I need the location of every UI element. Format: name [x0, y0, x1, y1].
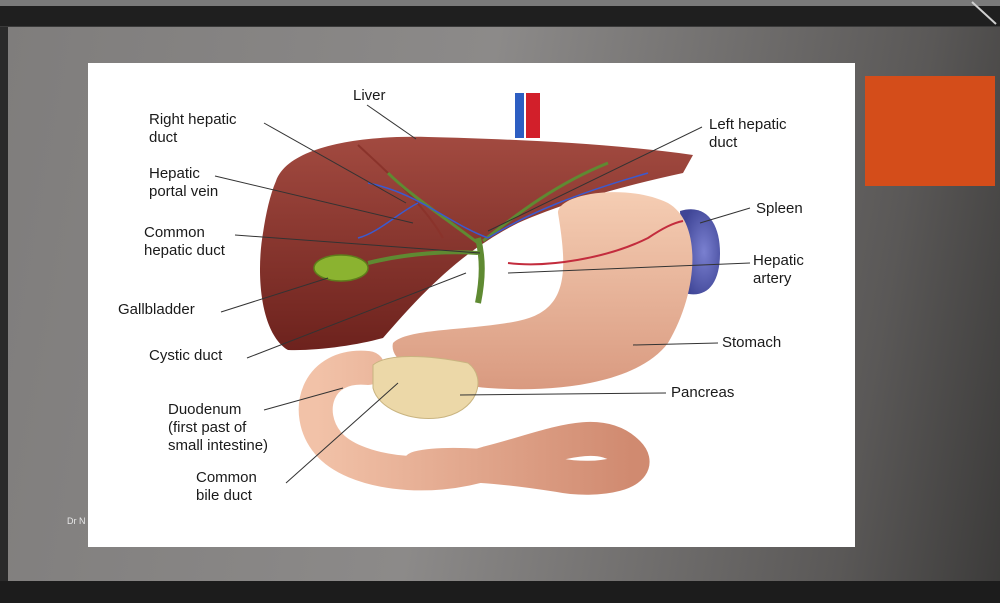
label-duodenum: Duodenum (first past of small intestine) [168, 401, 269, 454]
label-spleen: Spleen [756, 200, 803, 217]
label-left-hepatic-duct: Left hepatic duct [709, 116, 787, 151]
label-pancreas: Pancreas [671, 384, 735, 401]
gallbladder-shape [313, 254, 369, 282]
label-liver: Liver [353, 87, 386, 104]
label-stomach: Stomach [722, 334, 782, 351]
anatomy-illustration [214, 93, 751, 495]
right-hepatic-duct-shape [386, 171, 479, 245]
label-hepatic-portal-vein: Hepatic portal vein [149, 165, 219, 200]
label-gallbladder: Gallbladder [118, 301, 195, 318]
label-cystic-duct: Cystic duct [149, 347, 223, 364]
left-hepatic-duct-shape [482, 161, 609, 243]
corner-arrow-icon[interactable] [966, 0, 1000, 26]
common-bile-duct-shape [475, 237, 485, 304]
accent-block [865, 76, 995, 186]
label-common-bile-duct: Common bile duct [196, 469, 257, 504]
vena-cava-shape [515, 93, 524, 138]
duodenum-shape [298, 350, 650, 495]
portal-vein-branches [357, 172, 649, 239]
label-right-hepatic-duct: Right hepatic duct [149, 111, 237, 146]
stomach-shape [392, 192, 693, 390]
pancreas-shape [372, 356, 479, 419]
top-strip [0, 0, 1000, 6]
window-bottom-bar [0, 581, 1000, 603]
window-top-bar [0, 0, 1000, 27]
label-hepatic-artery: Hepatic artery [753, 252, 804, 287]
aorta-shape [526, 93, 540, 138]
hepatic-artery-branch [507, 220, 684, 266]
label-common-hepatic-duct: Common hepatic duct [144, 224, 225, 259]
slide-footer: Dr N [67, 516, 86, 526]
leader-lines [214, 104, 751, 484]
anatomy-figure: Liver Right hepatic duct Hepatic portal … [88, 63, 855, 547]
